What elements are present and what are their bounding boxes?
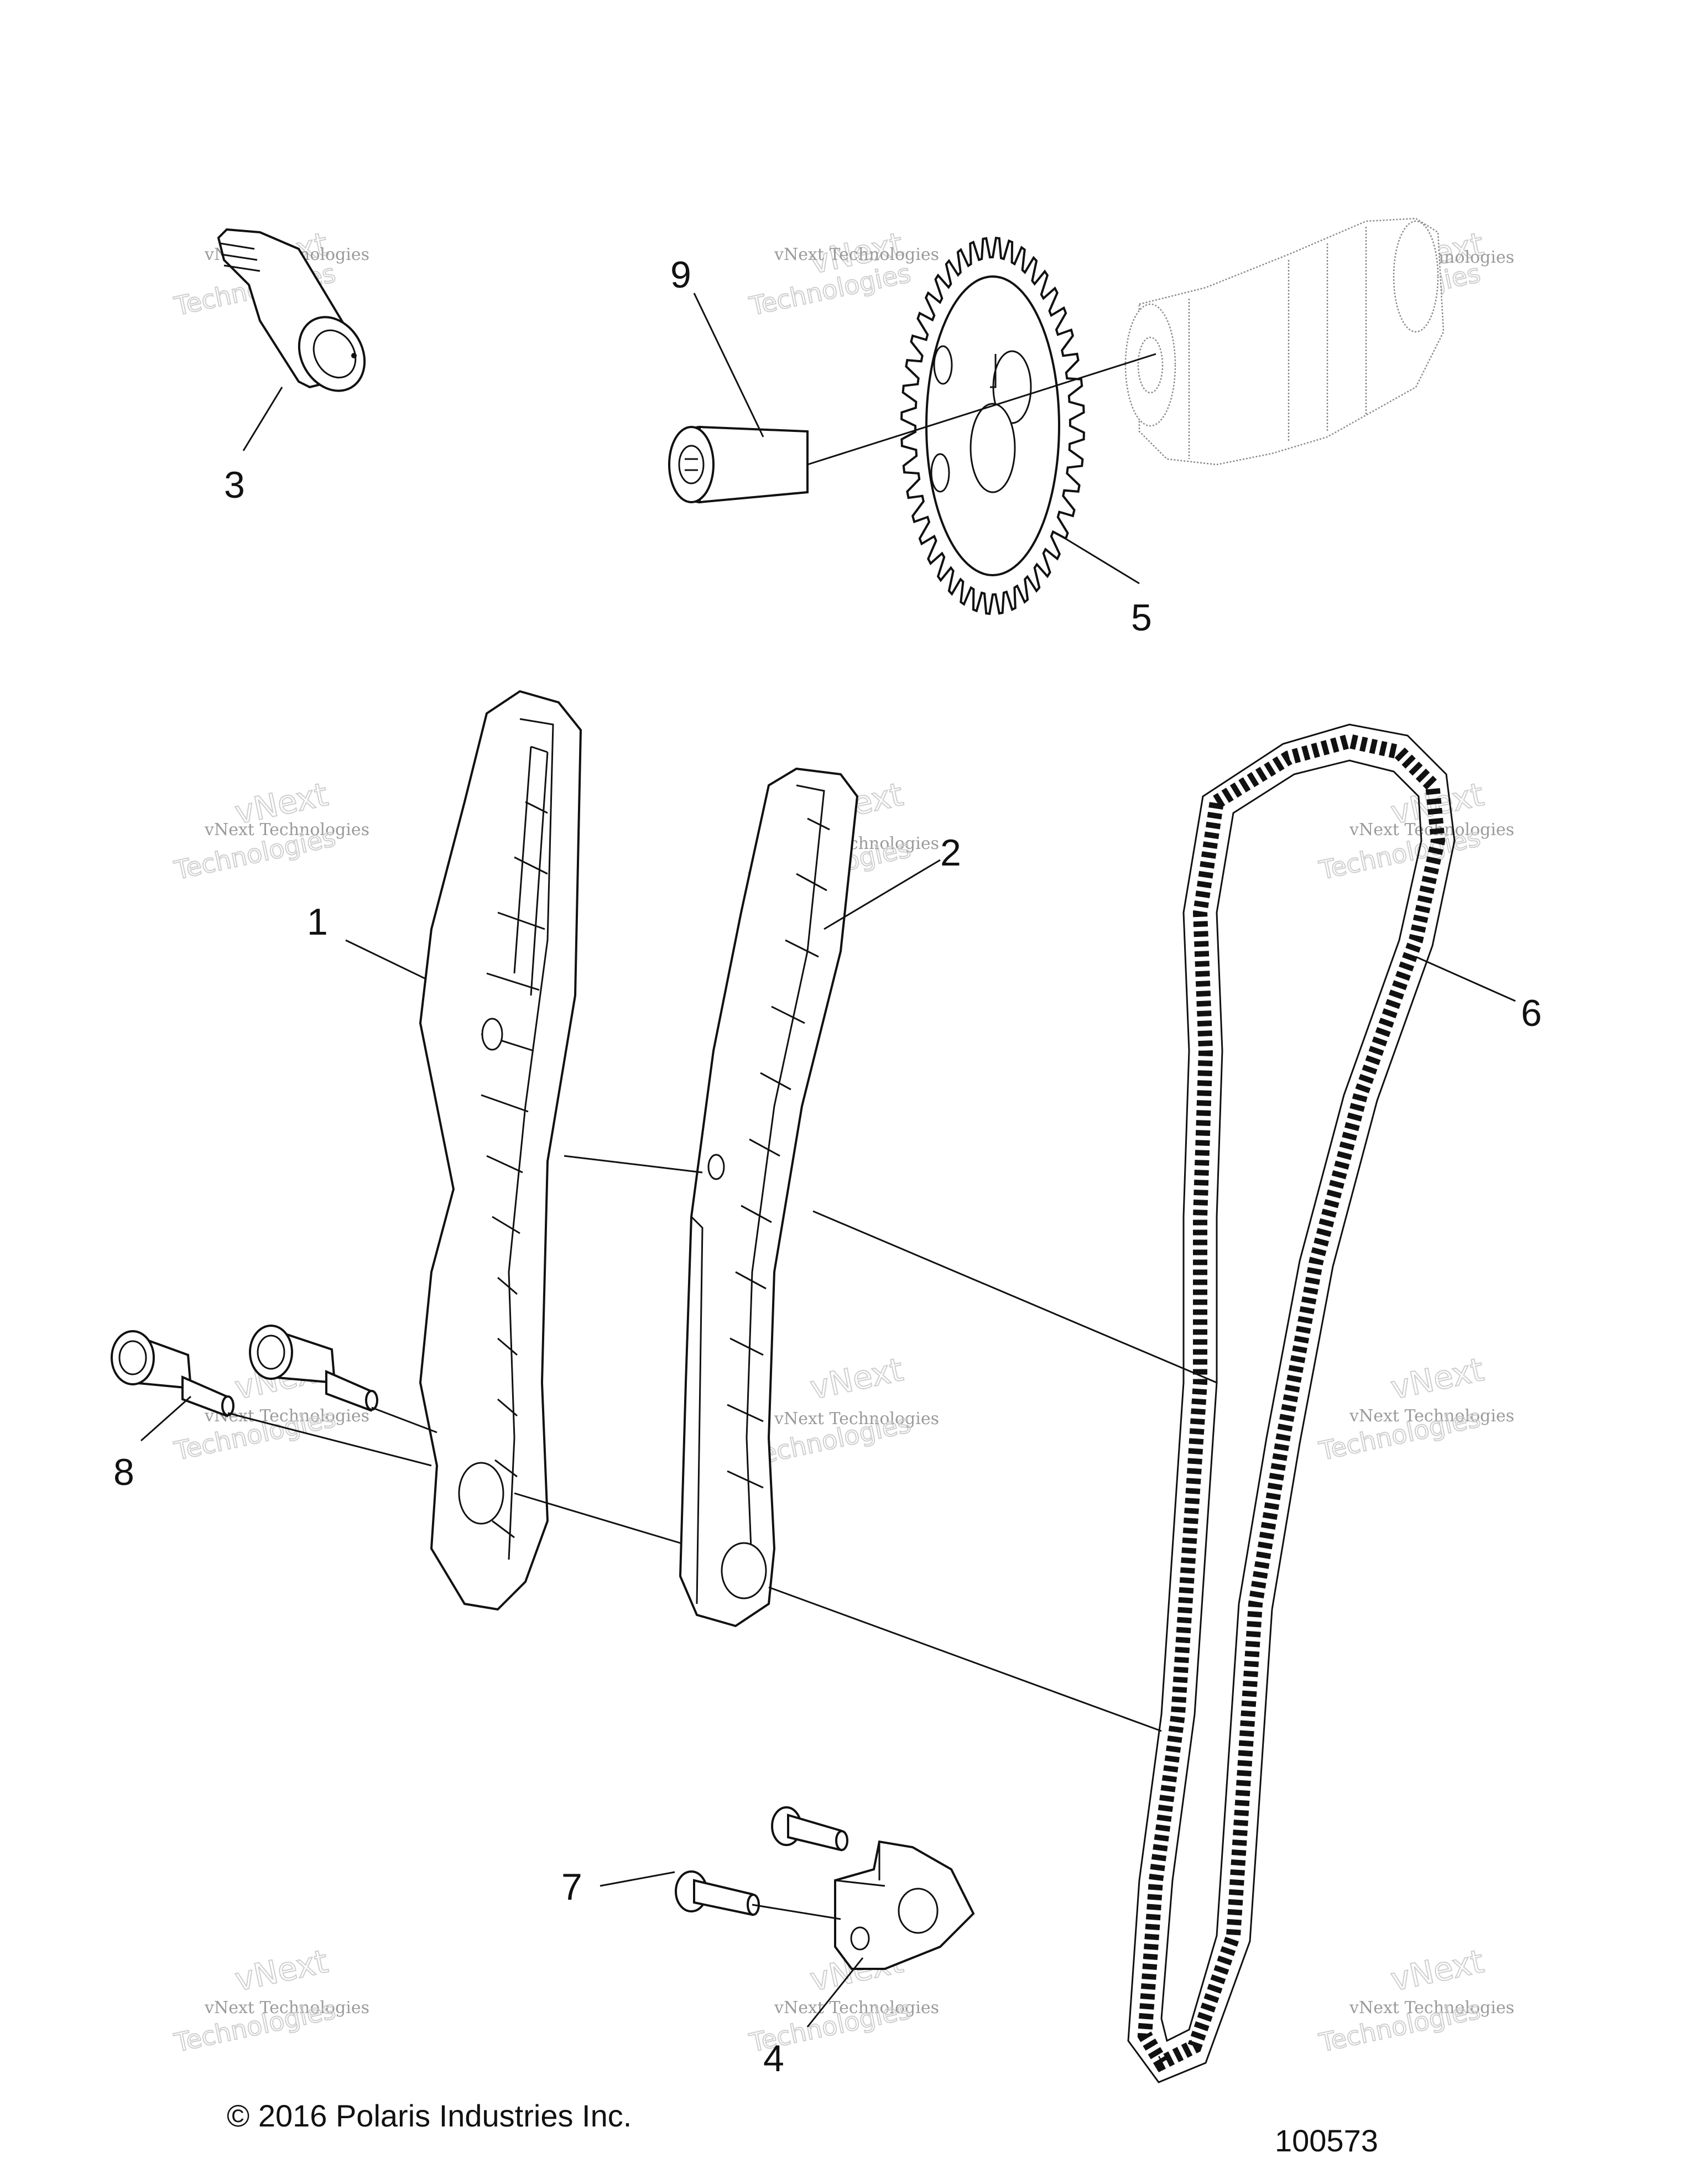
leader-1 bbox=[345, 939, 426, 980]
watermark-company: vNext Technologies bbox=[774, 1409, 939, 1429]
part-6-timing-chain bbox=[1127, 723, 1456, 2083]
part-5-cam-sprocket bbox=[900, 236, 1085, 616]
axis-line-bolt-8a bbox=[227, 1412, 432, 1467]
camshaft-reference bbox=[1124, 217, 1445, 466]
watermark-company: vNext Technologies bbox=[204, 1998, 369, 2018]
part-9-sprocket-bolt bbox=[668, 425, 809, 504]
part-2-tensioner-blade bbox=[679, 767, 859, 1628]
watermark-top-center: vNext vNext Technologies Technologies bbox=[746, 225, 939, 322]
copyright-text: © 2016 Polaris Industries Inc. bbox=[227, 2098, 632, 2133]
leader-9 bbox=[693, 293, 764, 437]
callout-3: 3 bbox=[224, 464, 245, 506]
callout-5: 5 bbox=[1131, 597, 1152, 639]
watermark-brand: vNext bbox=[807, 1351, 906, 1407]
axis-line-blade-to-chain-lower bbox=[768, 1586, 1162, 1732]
watermark-company: vNext Technologies bbox=[204, 820, 369, 840]
part-4-guide-bracket bbox=[834, 1840, 975, 1970]
leader-7 bbox=[600, 1871, 675, 1887]
figure-number: 100573 bbox=[1275, 2123, 1378, 2158]
leader-5 bbox=[1061, 535, 1140, 585]
leader-2 bbox=[824, 859, 941, 930]
part-7-guide-bolts bbox=[675, 1806, 848, 1916]
watermark-company: vNext Technologies bbox=[774, 245, 939, 264]
part-3-chain-tensioner bbox=[217, 228, 366, 392]
watermark-brand: vNext bbox=[232, 1942, 331, 1999]
watermark-bottom-left: vNext vNext Technologies Technologies bbox=[171, 1942, 369, 2058]
callout-4: 4 bbox=[763, 2037, 784, 2079]
axis-line-blade-to-chain-upper bbox=[812, 1210, 1217, 1384]
leader-3 bbox=[242, 387, 283, 451]
callout-2: 2 bbox=[940, 832, 961, 874]
callout-7: 7 bbox=[561, 1866, 582, 1908]
part-1-chain-guide bbox=[419, 690, 582, 1611]
callout-8: 8 bbox=[113, 1451, 134, 1493]
callout-1: 1 bbox=[307, 901, 328, 943]
watermark-brand: vNext bbox=[1388, 1351, 1487, 1407]
axis-line-bolt-7 bbox=[752, 1904, 841, 1920]
watermark-mid-left: vNext vNext Technologies Technologies bbox=[171, 775, 369, 886]
axis-line-guide-lower bbox=[514, 1492, 681, 1544]
watermark-company: vNext Technologies bbox=[1349, 1406, 1514, 1426]
watermark-company: vNext Technologies bbox=[1349, 1998, 1514, 2018]
axis-line-bolt-to-cam bbox=[807, 353, 1156, 466]
watermark-brand: vNext bbox=[1388, 1942, 1487, 1999]
leader-6 bbox=[1415, 956, 1516, 1002]
part-8-pivot-bolts bbox=[111, 1325, 378, 1417]
axis-line-guide-upper bbox=[564, 1155, 703, 1174]
leader-4 bbox=[806, 1957, 864, 2027]
watermark-bottom-right: vNext vNext Technologies Technologies bbox=[1316, 1942, 1514, 2058]
watermark-company: vNext Technologies bbox=[774, 1998, 939, 2018]
watermark-lower-right: vNext vNext Technologies Technologies bbox=[1316, 1350, 1514, 1467]
callout-9: 9 bbox=[670, 254, 691, 296]
leader-8 bbox=[140, 1395, 191, 1442]
watermark-lower-center: vNext vNext Technologies Technologies bbox=[746, 1350, 939, 1472]
axis-line-bolt-8b bbox=[371, 1406, 437, 1434]
callout-6: 6 bbox=[1521, 992, 1542, 1034]
